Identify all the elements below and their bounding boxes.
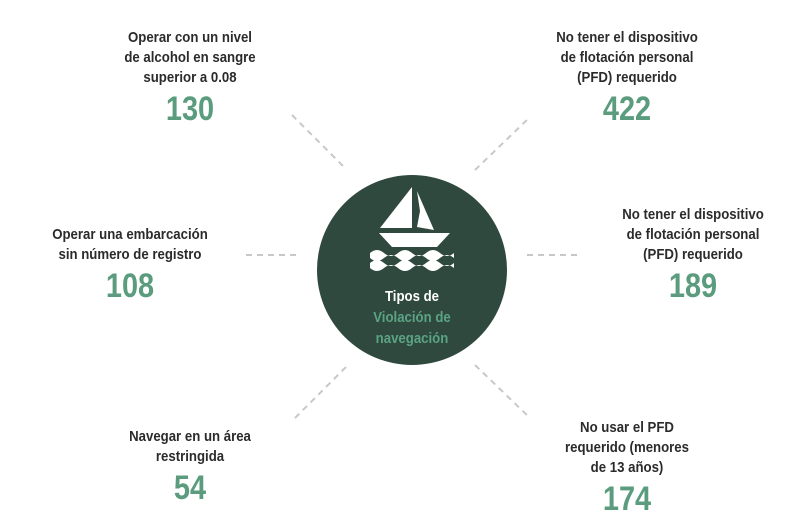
stat-label: No tener el dispositivo de flotación per… xyxy=(556,29,698,86)
connector-top-right xyxy=(474,116,531,171)
connector-bottom-right xyxy=(474,364,531,419)
center-hub: Tipos de Violación de navegación xyxy=(317,175,507,365)
stat-pfd-minors: No usar el PFD requerido (menores de 13 … xyxy=(497,418,757,518)
stat-restricted-area: Navegar en un área restringida 54 xyxy=(60,427,320,507)
stat-alcohol: Operar con un nivel de alcohol en sangre… xyxy=(60,28,320,128)
stat-registration: Operar una embarcación sin número de reg… xyxy=(0,225,260,305)
stat-value: 130 xyxy=(165,90,215,128)
connector-top-left xyxy=(291,114,346,169)
stat-pfd-1: No tener el dispositivo de flotación per… xyxy=(497,28,757,128)
stat-value: 189 xyxy=(668,267,718,305)
stat-value: 108 xyxy=(105,267,155,305)
stat-label: Operar una embarcación sin número de reg… xyxy=(52,226,208,263)
stat-label: Operar con un nivel de alcohol en sangre… xyxy=(124,29,256,86)
stat-value: 174 xyxy=(602,480,652,518)
stat-label: Navegar en un área restringida xyxy=(129,428,251,465)
stat-label: No tener el dispositivo de flotación per… xyxy=(622,206,764,263)
hub-title-line2: Violación de xyxy=(373,309,451,326)
stat-value: 54 xyxy=(173,469,207,507)
sailboat-icon xyxy=(370,187,454,271)
hub-title-line3: navegación xyxy=(375,330,449,347)
connector-bottom-left xyxy=(294,364,349,419)
hub-title-line1: Tipos de xyxy=(384,288,440,305)
stat-value: 422 xyxy=(602,90,652,128)
stat-label: No usar el PFD requerido (menores de 13 … xyxy=(565,419,689,476)
stat-pfd-2: No tener el dispositivo de flotación per… xyxy=(563,205,799,305)
